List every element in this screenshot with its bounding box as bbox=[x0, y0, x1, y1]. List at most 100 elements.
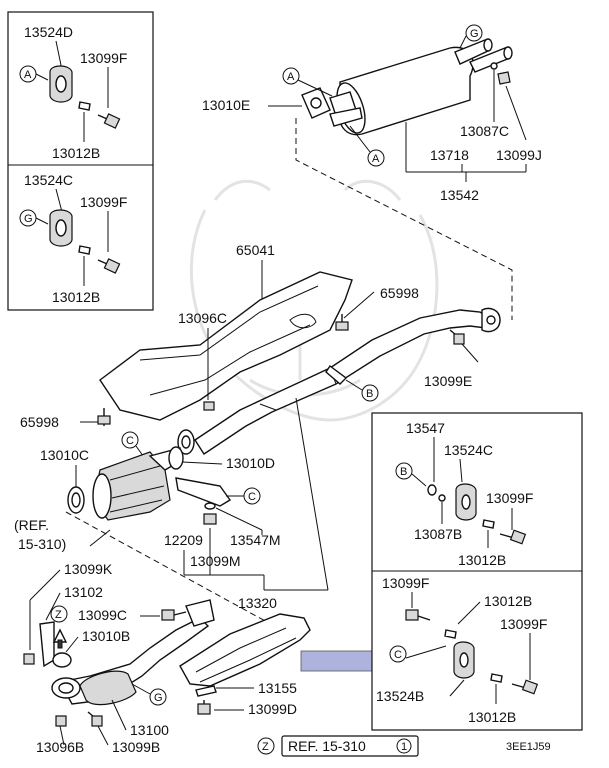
label-12209: 12209 bbox=[164, 532, 203, 548]
callout-c-converter bbox=[121, 431, 139, 449]
label-13099C: 13099C bbox=[78, 607, 127, 623]
label-13010B: 13010B bbox=[82, 628, 130, 644]
label-13099E: 13099E bbox=[424, 373, 472, 389]
callout-b-box bbox=[395, 462, 413, 480]
bolt-13099D bbox=[197, 700, 211, 715]
bolt-65998-b bbox=[97, 408, 111, 426]
label-13542: 13542 bbox=[440, 187, 479, 203]
label-13010D: 13010D bbox=[226, 455, 275, 471]
svg-text:G: G bbox=[24, 213, 33, 225]
bolt-13099E bbox=[449, 329, 465, 345]
label-13096C: 13096C bbox=[178, 310, 227, 326]
washer-13547 bbox=[427, 484, 437, 496]
label-13718: 13718 bbox=[430, 147, 469, 163]
svg-text:G: G bbox=[154, 692, 163, 704]
svg-text:C: C bbox=[394, 649, 402, 661]
label-13099J: 13099J bbox=[496, 147, 542, 163]
label-13524C-a: 13524C bbox=[24, 172, 73, 188]
label-13099F-b: 13099F bbox=[80, 194, 127, 210]
hanger-box-right: 13547 13524C B 13087B 13099F 13012B 1309… bbox=[371, 412, 583, 731]
nut-13096C bbox=[203, 401, 215, 411]
ref-text-2: REF. 15-310 bbox=[288, 738, 366, 754]
label-65998-a: 65998 bbox=[380, 285, 419, 301]
bushing-13012B-d bbox=[444, 629, 457, 639]
catalytic-converter: 13010C C 13010D 65998 C 12209 13547M bbox=[14, 408, 301, 641]
label-13524C-c: 13524C bbox=[444, 442, 493, 458]
label-13155: 13155 bbox=[258, 680, 297, 696]
front-pipe-13100: 13099K 13102 Z 13099C 13010B G bbox=[23, 561, 215, 755]
bushing-13012B-c bbox=[482, 519, 495, 529]
bolt-13099F-b bbox=[97, 258, 121, 274]
label-13099F-d: 13099F bbox=[382, 575, 429, 591]
converter-inlet bbox=[92, 473, 112, 519]
hanger-box-top-left: 13524D 13099F A 13012B 13524C 13099F G bbox=[7, 11, 154, 311]
label-13099M: 13099M bbox=[190, 553, 241, 569]
label-13012B-e: 13012B bbox=[468, 709, 516, 725]
ref-text-2-num: 1 bbox=[401, 741, 407, 753]
bolt-13099F-e bbox=[511, 679, 539, 695]
svg-text:A: A bbox=[372, 153, 380, 165]
bolt-13099B bbox=[87, 711, 103, 727]
bolt-13099J bbox=[497, 71, 511, 85]
gasket-13010B bbox=[52, 652, 72, 668]
svg-text:C: C bbox=[126, 435, 134, 447]
heat-shield-13155: 13155 13099D bbox=[179, 613, 373, 717]
bolt-13099F-d bbox=[405, 609, 431, 621]
ref-text-1b: 15-310) bbox=[18, 536, 66, 552]
callout-z-bottom bbox=[257, 737, 275, 755]
label-65041: 65041 bbox=[236, 242, 275, 258]
callout-z bbox=[50, 605, 68, 623]
label-13100: 13100 bbox=[130, 722, 169, 738]
callout-b-pipe bbox=[361, 384, 379, 402]
label-65998-b: 65998 bbox=[20, 414, 59, 430]
label-13099F-c: 13099F bbox=[486, 490, 533, 506]
svg-text:B: B bbox=[366, 388, 373, 400]
callout-a-muffler bbox=[282, 67, 300, 85]
label-13099K: 13099K bbox=[64, 561, 113, 577]
label-13099F-a: 13099F bbox=[80, 50, 127, 66]
flange-front-pipe bbox=[185, 599, 215, 627]
bushing-13012B-e bbox=[490, 673, 503, 683]
bolt-13099F-c bbox=[499, 529, 527, 545]
bolt-13099C bbox=[161, 609, 187, 621]
label-13096B: 13096B bbox=[36, 739, 84, 755]
bottom-reference: Z REF. 15-310 1 3EE1J59 bbox=[257, 735, 551, 757]
label-13012B-d: 13012B bbox=[484, 593, 532, 609]
diagram-code: 3EE1J59 bbox=[506, 741, 551, 753]
svg-text:A: A bbox=[287, 71, 295, 83]
callout-g-muffler bbox=[465, 24, 483, 42]
ref-text-1a: (REF. bbox=[14, 517, 49, 533]
highlight-marker bbox=[300, 650, 373, 672]
label-13099D: 13099D bbox=[248, 701, 297, 717]
callout-g-front bbox=[149, 688, 167, 706]
label-13099B: 13099B bbox=[112, 739, 160, 755]
svg-text:Z: Z bbox=[55, 609, 62, 621]
svg-text:B: B bbox=[400, 466, 407, 478]
label-13320: 13320 bbox=[238, 595, 277, 611]
label-13087B: 13087B bbox=[414, 526, 462, 542]
bushing-13012B-a bbox=[78, 101, 91, 111]
svg-text:C: C bbox=[248, 491, 256, 503]
bolt-65998-a bbox=[335, 314, 349, 331]
bushing-13012B-b bbox=[78, 245, 91, 255]
label-13087C: 13087C bbox=[460, 123, 509, 139]
label-13524D: 13524D bbox=[24, 24, 73, 40]
bracket-13102 bbox=[39, 621, 55, 668]
svg-text:A: A bbox=[24, 69, 32, 81]
label-13012B-a: 13012B bbox=[52, 145, 100, 161]
label-13547: 13547 bbox=[406, 420, 445, 436]
svg-text:Z: Z bbox=[262, 741, 269, 753]
heat-shield-65041: 65041 13096C 65998 bbox=[99, 242, 419, 421]
label-13099F-e: 13099F bbox=[500, 616, 547, 632]
label-13012B-c: 13012B bbox=[458, 552, 506, 568]
callout-a-muffler-lower bbox=[367, 149, 385, 167]
muffler-assembly: G A A 13010E 13087C 13718 13099J 13542 bbox=[202, 24, 542, 320]
label-13547M: 13547M bbox=[230, 532, 281, 548]
bracket-12209 bbox=[175, 477, 232, 507]
bolt-13099K bbox=[23, 653, 35, 665]
svg-text:G: G bbox=[470, 28, 479, 40]
nut-13087B bbox=[438, 494, 446, 502]
label-13102: 13102 bbox=[64, 584, 103, 600]
callout-c-box bbox=[389, 645, 407, 663]
